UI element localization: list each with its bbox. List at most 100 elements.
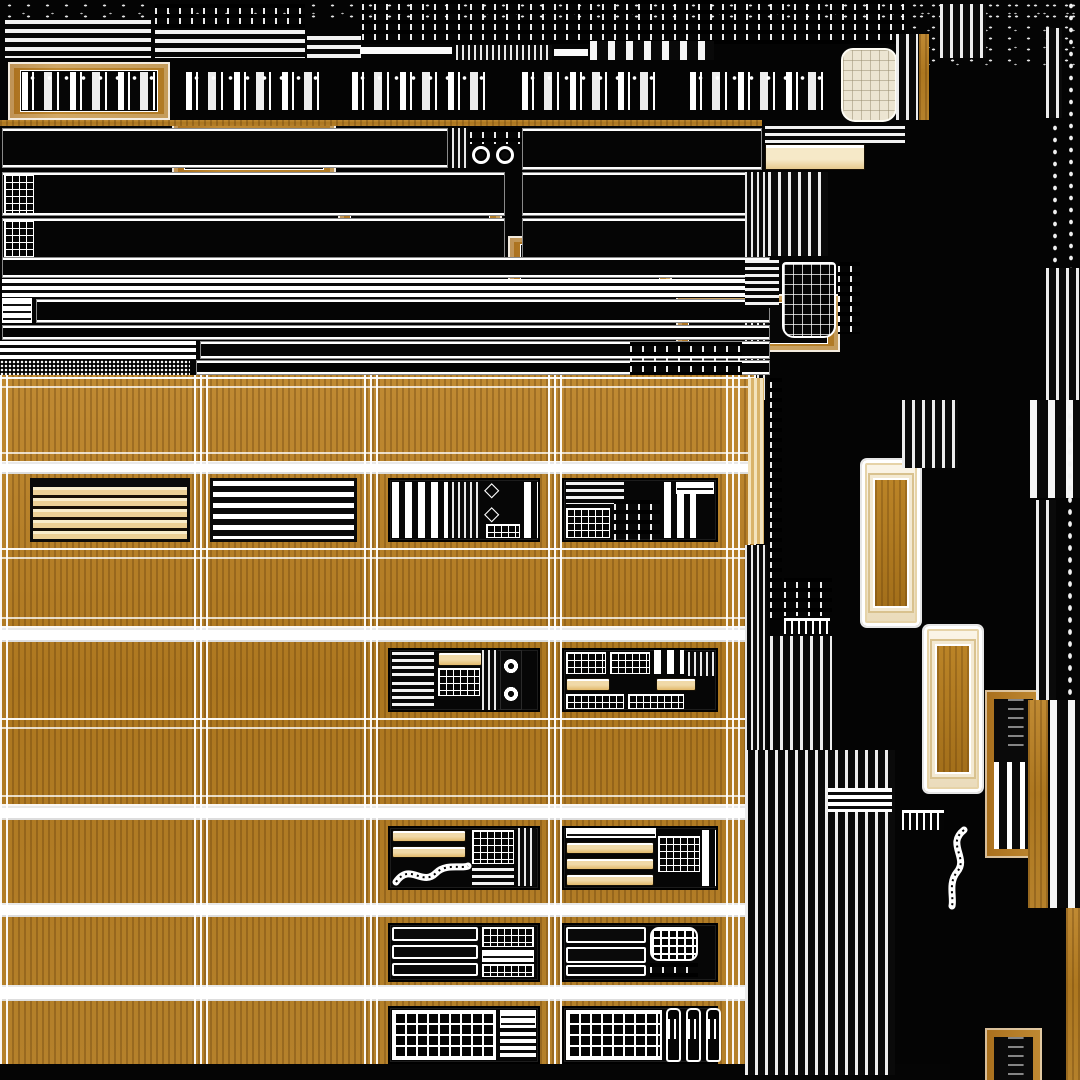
wood-strip-right — [1028, 700, 1048, 908]
candlestick-and-sofa-icons — [784, 578, 832, 616]
framed-niche-box-2 — [985, 1028, 1042, 1080]
white-dash-header — [566, 828, 656, 838]
dotted-column-a — [1050, 122, 1060, 268]
tan-slat-r3d1 — [566, 842, 654, 854]
board-strip-s5 — [200, 341, 770, 359]
shelf-props-silhouettes-2 — [186, 72, 322, 110]
mesh-box-r1 — [486, 524, 520, 538]
board-strip-s3 — [36, 299, 770, 323]
pinstripe-left-column — [745, 545, 767, 750]
stripe-pair-mid — [1036, 500, 1056, 700]
book-spines-r2d — [654, 650, 684, 674]
cabinet-door-panel-m1 — [862, 460, 920, 626]
small-prop-glyphs-b — [362, 0, 905, 44]
crossline-detail — [828, 788, 892, 812]
shelf-props-silhouettes-1 — [22, 72, 156, 110]
white-box-r4c — [482, 950, 534, 962]
mesh-grille-r5c — [392, 1010, 496, 1060]
board-strip-2b — [522, 172, 762, 216]
cream-tambour-strip — [748, 378, 764, 544]
cream-slat-shelf — [30, 478, 190, 542]
thin-hstripes-cup — [745, 260, 779, 308]
device-mesh-r3d — [658, 836, 700, 872]
tan-slat-r2d1 — [566, 678, 610, 691]
white-board-strip-s2 — [2, 279, 770, 298]
vstripe-trio — [896, 34, 918, 120]
board-strip-s4 — [2, 325, 770, 340]
white-stripe-block — [0, 341, 196, 360]
hose-tube-vertical-icon — [944, 826, 970, 910]
grid-divider-1 — [194, 375, 208, 1064]
device-mesh-r1d — [566, 508, 610, 538]
mesh-corner-3 — [4, 220, 34, 258]
comb-grille-2 — [902, 810, 944, 830]
board-strip-1b — [522, 128, 762, 170]
thin-hstripes-top — [765, 126, 905, 143]
knob-dial-icon-1 — [472, 146, 490, 164]
dotted-column-b — [1066, 0, 1076, 270]
black-baseboard — [0, 1064, 950, 1080]
device-hstripes-r2c2 — [392, 682, 434, 706]
dash-column — [770, 378, 782, 620]
mesh-corner-2 — [4, 174, 34, 214]
shelf-props-silhouettes-3 — [352, 72, 488, 110]
white-boxes-r1d — [676, 482, 714, 494]
device-mesh-r4c — [482, 927, 534, 947]
cabinet-door-panel-m2 — [924, 626, 982, 792]
outlined-bar-r4c3 — [392, 963, 478, 976]
outlined-bar-r4d2 — [566, 947, 646, 963]
outlined-bar-r4c1 — [392, 927, 478, 941]
board-strip-s6 — [196, 360, 770, 375]
vstripes-topright — [940, 4, 986, 58]
tan-slat-r3c2 — [392, 846, 466, 858]
vstripes-right-low — [1046, 268, 1080, 400]
mesh-barrel-icon — [650, 927, 698, 961]
device-hstripes-r3c — [472, 868, 514, 886]
cream-trim-bar — [765, 144, 865, 170]
slat-stripes-block-a — [5, 20, 151, 58]
wood-sliver-divider — [0, 120, 762, 126]
vertical-bars-top — [590, 41, 714, 60]
outlined-bar-r4d3 — [566, 965, 646, 976]
board-strip-s1 — [2, 257, 770, 278]
wireframe-glass — [782, 262, 836, 338]
book-spine-r3d — [702, 830, 716, 886]
slat-stripes-block-b — [155, 30, 305, 58]
curl-marks-r4d — [650, 963, 698, 977]
device-mesh-r2d4 — [628, 694, 684, 709]
clamp-bracket-icon-3 — [706, 1008, 721, 1062]
stripe-pair-right — [1046, 28, 1062, 118]
board-strip-3b — [522, 218, 762, 260]
device-marks-r1d — [614, 500, 660, 540]
white-rail-bar-b — [554, 49, 588, 56]
board-strip-2a — [2, 172, 505, 216]
mesh-grille-r5d — [566, 1010, 662, 1060]
wicker-basket — [843, 50, 895, 120]
grid-divider-2 — [364, 375, 380, 1064]
clamp-bracket-icon-2 — [686, 1008, 701, 1062]
device-mesh-r3c — [472, 830, 514, 864]
knob-column-icon — [500, 650, 522, 710]
book-spine-r1b — [524, 482, 538, 538]
slat-stripes-block-c — [307, 36, 361, 58]
outlined-bar-r4d1 — [566, 927, 646, 943]
white-rail-bar-a — [360, 47, 452, 54]
tan-slat-r2c — [438, 652, 482, 666]
grid-divider-4 — [726, 375, 742, 1064]
vbars-right-low — [1050, 700, 1080, 908]
dotted-column-c — [1066, 410, 1074, 700]
clamp-bracket-icon-1 — [666, 1008, 681, 1062]
device-hstripes-r2c — [392, 652, 434, 678]
board-strip-1a — [2, 128, 448, 168]
vstripe-dash-block — [902, 400, 958, 468]
thin-vstripes-1 — [452, 128, 468, 168]
thin-vstripes-r1 — [452, 482, 480, 538]
tan-slat-r2d2 — [656, 678, 696, 691]
small-prop-glyphs-a — [155, 4, 305, 28]
halftone-block — [0, 360, 190, 375]
tan-slat-r3d3 — [566, 874, 654, 886]
outlined-bar-r4c2 — [392, 945, 478, 959]
small-marks-by-glass — [838, 262, 860, 334]
book-spines-r1 — [392, 482, 448, 538]
device-hstripes-r1d — [566, 482, 624, 504]
